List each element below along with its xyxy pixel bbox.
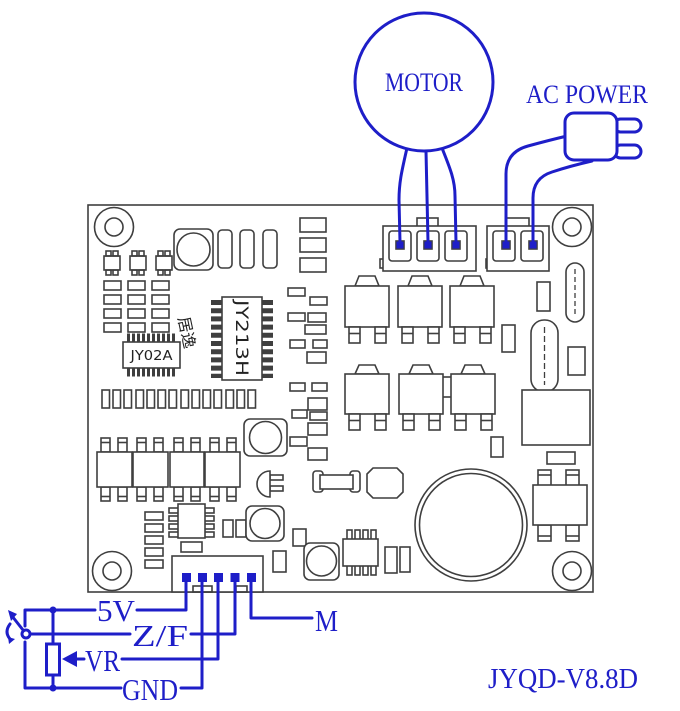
resistor-grid xyxy=(103,280,170,333)
smd-diodes-row xyxy=(103,250,173,276)
resistor-row-long xyxy=(101,389,257,409)
mounting-hole-bottom-left xyxy=(91,550,133,592)
smd-part-3 xyxy=(546,451,576,465)
motor-label: MOTOR xyxy=(385,68,464,97)
ic-label-jy213h: JY213H xyxy=(231,299,251,376)
junction-dot-5v xyxy=(49,606,57,614)
transformer xyxy=(521,389,591,446)
to92-transistor xyxy=(256,470,284,498)
wire-gnd-right xyxy=(179,578,204,690)
ac-power-wires xyxy=(502,134,594,249)
wire-5v-right xyxy=(135,578,188,612)
mounting-hole-top-left xyxy=(93,206,135,248)
resistor-stack xyxy=(299,217,327,273)
smd-caps-trio xyxy=(217,229,278,269)
power-transistors-row1 xyxy=(344,275,495,344)
mounting-hole-top-right xyxy=(551,206,593,248)
resistor-column xyxy=(287,287,328,461)
resistor-column-bottom xyxy=(144,511,307,573)
ac-connector-2pin xyxy=(486,217,550,272)
capacitor-small-1 xyxy=(243,418,288,457)
signal-wiring xyxy=(5,573,314,692)
capacitor-small-2 xyxy=(245,505,285,542)
wire-gnd-left xyxy=(23,640,123,690)
plug-body xyxy=(563,111,619,162)
wire-vr-right xyxy=(120,578,220,661)
ic-label-jy02a: JY02A xyxy=(129,349,172,364)
wire-zf-right xyxy=(189,578,237,636)
wiper-arrow xyxy=(62,651,77,667)
ic-jy02a: JY02A xyxy=(122,333,181,377)
mounting-hole-bottom-right xyxy=(551,550,593,592)
switch-symbol xyxy=(5,610,32,644)
pin-label-5v: 5V xyxy=(97,593,136,628)
inductor-top xyxy=(173,228,214,271)
board-version-label: JYQD-V8.8D xyxy=(488,664,638,695)
soic8-left xyxy=(168,503,215,553)
capacitor-large xyxy=(414,468,528,582)
wire-5v xyxy=(23,608,97,628)
motor-symbol xyxy=(353,11,495,153)
pcb-board: JY213H 居逸 JY02A xyxy=(87,204,594,593)
ic-jy213h: JY213H xyxy=(211,296,273,381)
smd-part xyxy=(501,324,516,353)
power-transistors-row2 xyxy=(344,364,496,431)
axial-capacitor xyxy=(312,470,361,493)
capacitor-small-3 xyxy=(303,542,340,581)
optocoupler-bank xyxy=(96,437,241,502)
soic8-bottom xyxy=(342,529,411,576)
pin-label-gnd: GND xyxy=(122,672,178,707)
bridge-rectifier xyxy=(532,469,588,542)
ac-power-label: AC POWER xyxy=(526,80,649,109)
junction-dot-gnd xyxy=(49,684,57,692)
pin-label-vr: VR xyxy=(85,643,120,678)
motor-wires xyxy=(396,146,460,249)
potentiometer-symbol xyxy=(45,606,86,692)
wire-m xyxy=(249,578,314,620)
pin-label-zf: Z/F xyxy=(132,618,188,653)
ac-plug-symbol xyxy=(563,111,643,162)
smd-capacitor-octagon xyxy=(366,467,404,499)
pin-label-m: M xyxy=(315,603,338,638)
smd-part-2 xyxy=(490,436,504,458)
